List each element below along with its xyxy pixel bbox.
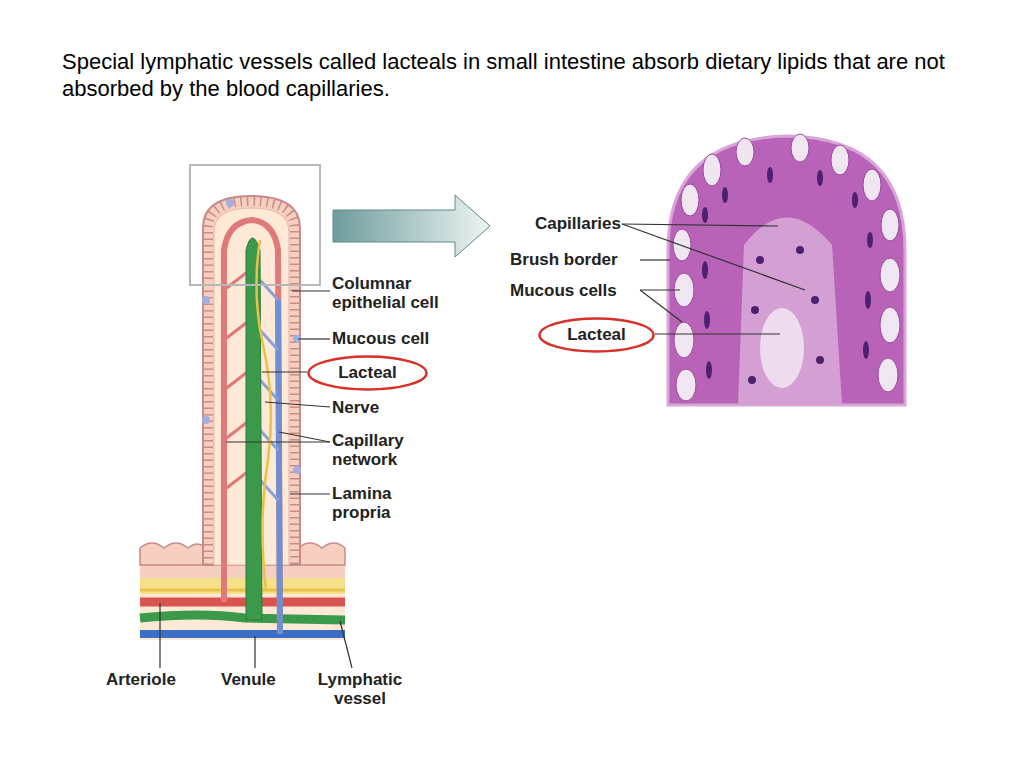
mucous-cell — [202, 296, 210, 304]
goblet-cell — [878, 358, 898, 392]
leader-line — [340, 621, 352, 668]
mucous-cell — [202, 416, 210, 424]
lacteal — [246, 238, 262, 620]
nucleus — [756, 256, 764, 264]
nucleus — [817, 170, 823, 186]
crypt-epithelium — [298, 543, 345, 565]
nucleus — [702, 207, 708, 223]
node-label: Lacteal — [338, 363, 397, 383]
nucleus — [816, 356, 824, 364]
nerve-fiber — [256, 240, 270, 590]
arteriole-vessel — [140, 598, 345, 607]
part-label: Venule — [221, 670, 276, 689]
part-label: Lymphatic vessel — [300, 670, 420, 708]
lacteal-lumen — [760, 308, 804, 388]
leader-line — [279, 432, 330, 442]
leader-line — [640, 289, 680, 290]
leader-line — [254, 636, 255, 668]
leader-line — [298, 338, 330, 339]
leader-line — [640, 290, 682, 322]
nucleus — [867, 232, 873, 248]
leader-line — [226, 441, 330, 442]
part-label: Brush border — [510, 250, 618, 269]
nucleus — [748, 376, 756, 384]
leader-lines — [160, 224, 805, 668]
node-label: Lacteal — [567, 325, 626, 345]
goblet-cells — [673, 134, 900, 401]
ellipse-outline — [309, 357, 427, 390]
part-label: Columnar epithelial cell — [332, 274, 482, 312]
mucous-cell — [226, 199, 234, 207]
micrograph-core — [738, 218, 842, 406]
nuclei — [702, 167, 873, 384]
nucleus — [863, 341, 869, 359]
slide-title: Special lymphatic vessels called lacteal… — [62, 48, 1002, 102]
leader-line — [290, 493, 330, 494]
part-label: Nerve — [332, 398, 379, 417]
leader-line — [622, 224, 805, 290]
zoom-arrow — [333, 195, 490, 257]
goblet-cell — [881, 209, 899, 241]
micrograph — [668, 136, 905, 405]
goblet-cell — [674, 322, 694, 358]
leader-line — [292, 290, 330, 291]
leader-line — [159, 603, 160, 668]
nucleus — [767, 167, 773, 183]
highlight-ellipse: Lacteal — [538, 317, 655, 353]
nucleus — [751, 306, 759, 314]
nucleus — [811, 296, 819, 304]
leader-line — [640, 259, 670, 260]
part-label: Mucous cells — [510, 281, 617, 300]
goblet-cell — [831, 145, 849, 175]
capillary — [224, 220, 280, 634]
goblet-cell — [703, 154, 721, 186]
part-label: Capillary network — [332, 431, 442, 469]
lymphatic-vessel — [140, 615, 345, 620]
goblet-cell — [676, 369, 696, 401]
ellipse-outline — [540, 319, 654, 352]
goblet-cell — [880, 307, 900, 343]
leader-line — [265, 402, 330, 407]
goblet-cell — [736, 138, 754, 166]
part-label: Arteriole — [106, 670, 176, 689]
leader-line — [655, 333, 780, 334]
venule-vessel — [140, 630, 345, 638]
tissue-band — [140, 594, 345, 640]
nucleus — [722, 187, 728, 203]
part-label: Lamina propria — [332, 484, 432, 522]
goblet-cell — [681, 184, 699, 216]
nucleus — [702, 261, 708, 279]
leader-line — [262, 371, 307, 372]
nucleus — [852, 192, 858, 208]
capillary — [278, 300, 280, 634]
nucleus — [706, 361, 712, 379]
goblet-cell — [791, 134, 809, 162]
crypt-epithelium — [140, 543, 205, 565]
goblet-cell — [863, 169, 881, 201]
part-label: Mucous cell — [332, 329, 429, 348]
inset-box — [190, 165, 320, 285]
highlight-ellipse: Lacteal — [307, 355, 428, 391]
nucleus — [704, 311, 710, 329]
nucleus — [865, 291, 871, 309]
leader-line — [622, 224, 778, 226]
mucous-cell — [293, 466, 301, 474]
nucleus — [796, 246, 804, 254]
goblet-cell — [880, 258, 900, 292]
nerve-fiber — [140, 589, 345, 592]
goblet-cell — [673, 229, 691, 261]
submucosa-band — [140, 578, 345, 594]
part-label: Capillaries — [535, 214, 621, 233]
